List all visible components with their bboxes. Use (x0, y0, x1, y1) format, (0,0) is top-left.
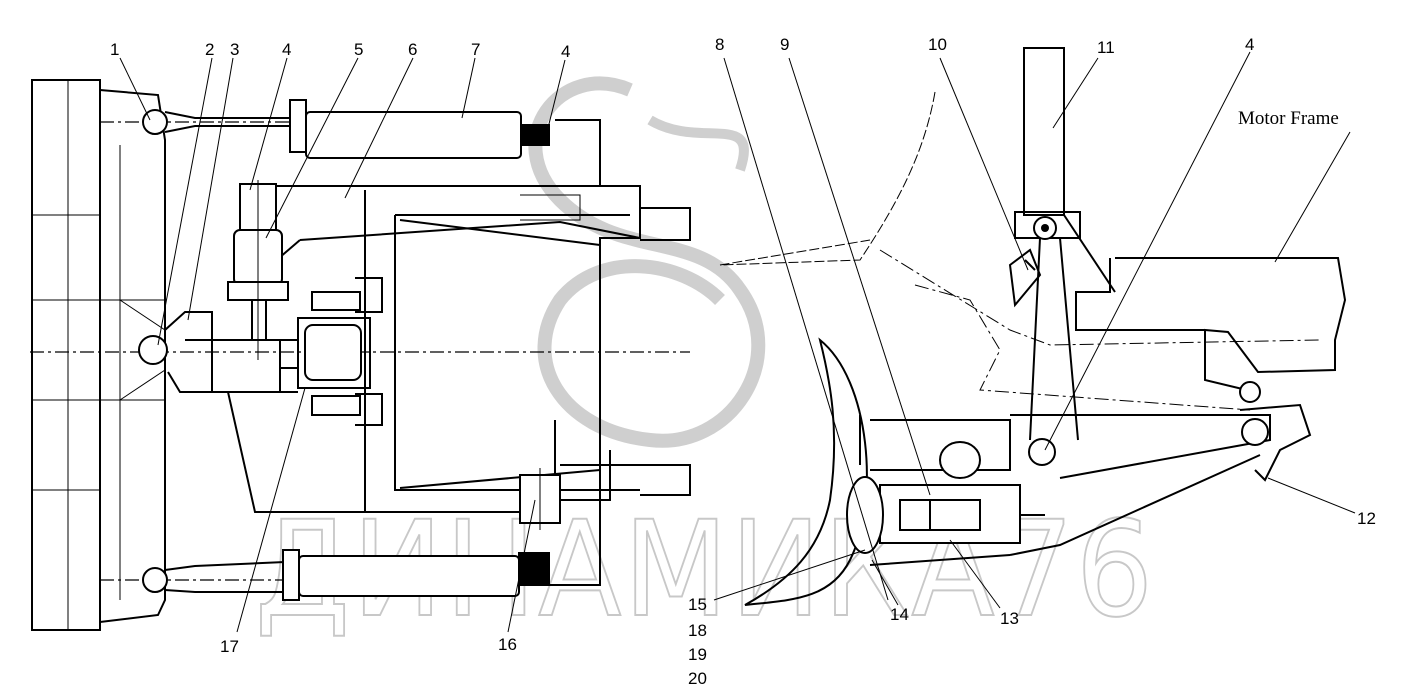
callout-3: 3 (230, 40, 239, 59)
callout-11: 11 (1097, 38, 1115, 57)
callout-16: 16 (498, 635, 517, 654)
callout-18: 18 (688, 621, 707, 640)
callout-1: 1 (110, 40, 119, 59)
motor-frame-label: Motor Frame (1238, 108, 1339, 129)
callout-5: 5 (354, 40, 363, 59)
callout-4c: 4 (1245, 35, 1254, 54)
callout-15: 15 (688, 595, 707, 614)
callout-4a: 4 (282, 40, 291, 59)
callout-9: 9 (780, 35, 789, 54)
callout-2: 2 (205, 40, 214, 59)
callout-17: 17 (220, 637, 239, 656)
callout-8: 8 (715, 35, 724, 54)
callout-7: 7 (471, 40, 480, 59)
right-side-view (719, 47, 1347, 606)
callout-4b: 4 (561, 42, 570, 61)
callout-6: 6 (408, 40, 417, 59)
callout-13: 13 (1000, 609, 1019, 628)
callout-12: 12 (1357, 509, 1376, 528)
leader-lines (119, 51, 1356, 633)
callout-19: 19 (688, 645, 707, 664)
callout-20: 20 (688, 669, 707, 688)
callout-10: 10 (928, 35, 947, 54)
callout-14: 14 (890, 605, 909, 624)
left-top-view (30, 79, 691, 631)
callouts: 1 2 3 4 5 6 7 4 8 9 10 11 4 Motor Frame … (110, 35, 1376, 688)
